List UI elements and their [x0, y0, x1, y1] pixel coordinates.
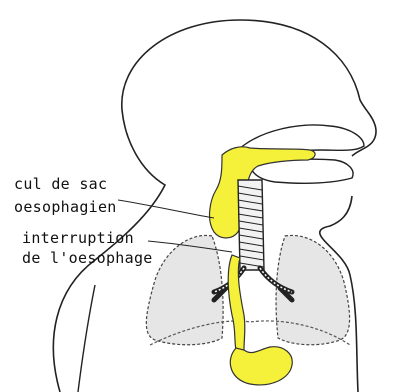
arm-line [78, 285, 95, 392]
left-lung [146, 235, 223, 344]
label-interruption-line1: interruption [22, 230, 134, 247]
label-interruption-line2: de l'oesophage [22, 250, 153, 267]
stomach [230, 347, 292, 385]
callout-cul-de-sac [118, 200, 214, 218]
label-cul-de-sac-line2: oesophagien [14, 199, 117, 216]
label-cul-de-sac-line1: cul de sac [14, 176, 107, 193]
